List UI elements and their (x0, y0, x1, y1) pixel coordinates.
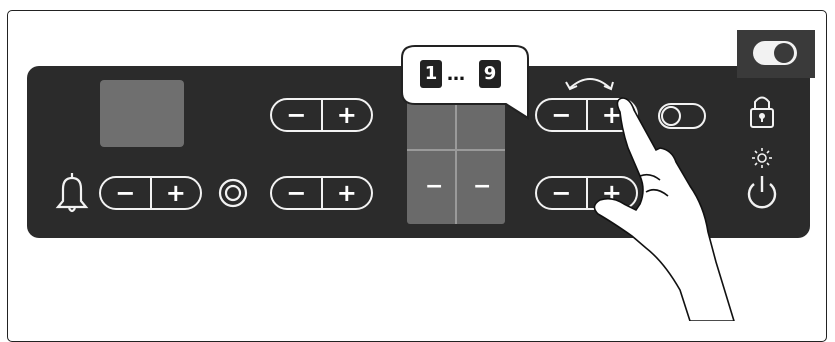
curved-arrow-icon (566, 79, 613, 89)
power-level-separator: … (447, 64, 465, 85)
hand-pointer-icon (594, 98, 734, 321)
bell-icon (58, 173, 86, 211)
power-icon[interactable] (749, 176, 775, 207)
double-circle-icon[interactable] (220, 180, 246, 206)
power-level-range: 1 … 9 (398, 42, 528, 122)
sun-icon[interactable] (752, 148, 772, 168)
lock-icon[interactable] (751, 98, 773, 128)
power-level-min-digit: 1 (420, 60, 442, 88)
power-level-max-digit: 9 (479, 60, 501, 88)
